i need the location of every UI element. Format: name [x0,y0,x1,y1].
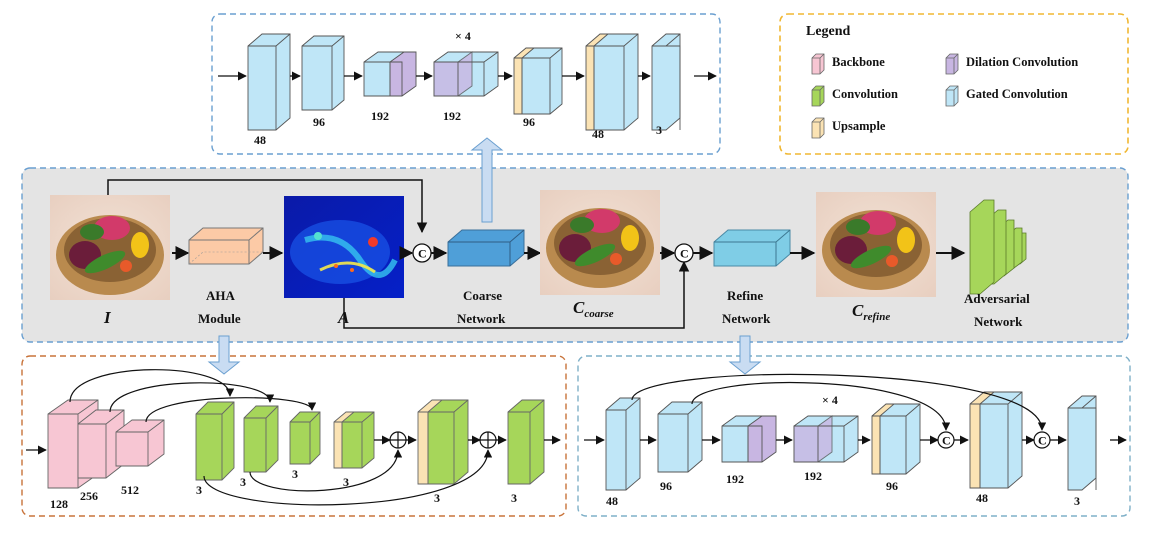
legend-dilation-label: Dilation Convolution [966,55,1078,69]
aha-ch-128: 128 [50,497,68,511]
aha-label-1: AHA [206,288,236,303]
aha-label-2: Module [198,311,241,326]
refine-repeat-label: × 4 [822,393,838,407]
coarse-detail-layers [218,33,717,131]
coarse-network-block[interactable] [447,229,525,267]
refine-concat-symbol-b: C [1038,434,1047,448]
legend-gated: Gated Convolution [945,85,1068,107]
refine-concat-symbols: C C [942,434,1047,448]
refine-ch-3: 3 [1074,494,1080,508]
aha-ch-3-d: 3 [343,475,349,489]
legend-upsample-label: Upsample [832,119,886,133]
c-coarse-label: Ccoarse [573,298,614,320]
adversarial-label-2: Network [974,314,1023,329]
refine-detail-expand-arrow [728,335,762,375]
aha-detail-expand-arrow [207,335,241,375]
coarse-ch-96-a: 96 [313,115,325,129]
legend-title: Legend [806,24,851,39]
aha-skip-connections [69,369,493,506]
legend-panel [779,13,1129,155]
refine-ch-96-b: 96 [886,479,898,493]
concat-node-coarse: C [412,243,432,263]
coarse-label-2: Network [457,311,506,326]
refine-skip-connections [631,373,1047,431]
coarse-ch-192-a: 192 [371,109,389,123]
aha-ch-3-b: 3 [240,475,246,489]
refine-label-2: Network [722,311,771,326]
aha-ch-3-a: 3 [196,483,202,497]
coarse-detail-expand-arrow [470,137,504,223]
coarse-ch-48-b: 48 [592,127,604,141]
legend-gated-label: Gated Convolution [966,87,1068,101]
refine-ch-192-b: 192 [804,469,822,483]
legend-upsample: Upsample [811,117,886,139]
coarse-output-image [540,190,660,295]
aha-ch-256: 256 [80,489,98,503]
attention-label: A [337,308,349,327]
coarse-ch-96-b: 96 [523,115,535,129]
refine-output-image [816,192,936,297]
aha-detail-layers [26,399,561,489]
refine-ch-48-a: 48 [606,494,618,508]
refine-ch-96-a: 96 [660,479,672,493]
attention-heatmap [284,196,404,298]
skip-input-to-concat-arrow [107,179,428,234]
legend-backbone: Backbone [811,53,885,75]
input-image-label: I [103,308,112,327]
legend-dilation: Dilation Convolution [945,53,1078,75]
coarse-ch-3: 3 [656,123,662,137]
aha-module-block[interactable] [188,227,264,265]
coarse-ch-192-b: 192 [443,109,461,123]
refine-concat-symbol-a: C [942,434,951,448]
coarse-repeat-label: × 4 [455,29,471,43]
aha-ch-3-c: 3 [292,467,298,481]
legend-convolution: Convolution [811,85,898,107]
adversarial-network-block[interactable] [969,199,1027,295]
refine-detail-layers [584,391,1127,491]
aha-ch-3-f: 3 [511,491,517,505]
legend-backbone-label: Backbone [832,55,885,69]
c-refine-label: Crefine [852,301,890,323]
refine-ch-192-a: 192 [726,472,744,486]
refine-label-1: Refine [727,288,763,303]
concat-symbol-refine: C [680,247,689,261]
input-image [50,195,170,300]
legend-convolution-label: Convolution [832,87,898,101]
refine-network-block[interactable] [713,229,791,267]
aha-ch-512: 512 [121,483,139,497]
attention-to-refine-concat-arrow [343,260,690,329]
concat-node-refine: C [674,243,694,263]
coarse-ch-48-a: 48 [254,133,266,147]
aha-ch-3-e: 3 [434,491,440,505]
coarse-label-1: Coarse [463,288,502,303]
refine-ch-48-b: 48 [976,491,988,505]
adversarial-label-1: Adversarial [964,291,1030,306]
concat-symbol-coarse: C [418,247,427,261]
